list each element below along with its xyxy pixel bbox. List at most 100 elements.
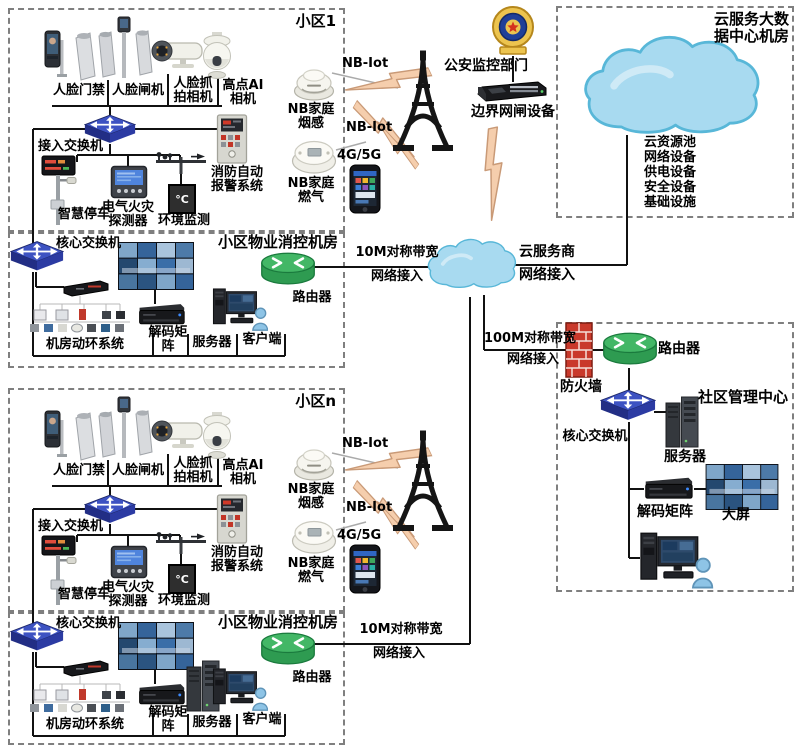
- big-screen-icon: [704, 464, 780, 510]
- env-monitor-cluster-icon: [26, 676, 134, 716]
- label-line: 电气火灾: [101, 580, 154, 595]
- label-line: 人脸抓: [173, 76, 213, 91]
- face-capture-label: 人脸抓 拍相机: [170, 456, 216, 486]
- electrical-fire-label: 电气火灾 探测器: [100, 580, 156, 610]
- router-label: 路由器: [292, 670, 332, 685]
- nb-gas-label: NB家庭 燃气: [284, 556, 338, 586]
- smart-parking-label: 智慧停车: [57, 207, 110, 222]
- datacenter-item: 云资源池: [644, 135, 697, 150]
- label-line: NB家庭: [287, 102, 335, 117]
- face-gate-icon: [72, 16, 156, 82]
- decoder-matrix-label: 解码矩 阵: [146, 325, 190, 355]
- mgmt-core-switch-label: 核心交换机: [562, 429, 628, 444]
- face-access-terminal-icon: [44, 410, 68, 462]
- nb-smoke-detector-icon: [293, 60, 335, 102]
- label-line: 云服务大数: [714, 10, 790, 28]
- nb-smoke-label: NB家庭 烟感: [284, 482, 338, 512]
- datacenter-item: 基础设施: [644, 195, 697, 210]
- temperature-box-icon: °C: [168, 184, 196, 214]
- label-line: 拍相机: [173, 90, 213, 106]
- fire-room1-box: [8, 232, 345, 368]
- router-icon: [260, 630, 316, 668]
- bullet-camera-icon: [150, 420, 204, 450]
- cellular-label: 4G/5G: [337, 148, 382, 163]
- label-line: NB家庭: [287, 176, 335, 191]
- dome-camera-icon: [200, 32, 234, 80]
- fire-alarm-label: 消防自动 报警系统: [206, 545, 268, 575]
- community-n-box: [8, 388, 345, 612]
- police-badge-icon: [491, 4, 535, 56]
- face-gate-label: 人脸闸机: [111, 463, 164, 478]
- ai-camera-label: 高点AI 相机: [220, 78, 266, 108]
- client-workstation-icon: [212, 668, 268, 712]
- decoder-matrix-icon: [136, 682, 186, 706]
- label-line: 电气火灾: [101, 200, 154, 215]
- mgmt-decoder-label: 解码矩阵: [637, 504, 693, 520]
- fire-room1-title: 小区物业消控机房: [217, 233, 338, 251]
- env-system-label: 机房动环系统: [45, 337, 124, 352]
- env-monitor-cluster-icon: [26, 296, 134, 336]
- datacenter-cloud-icon: [574, 28, 766, 140]
- datacenter-item: 网络设备: [644, 150, 697, 165]
- router-label: 路由器: [292, 290, 332, 305]
- smartphone-icon: [349, 544, 381, 594]
- label-line: 高点AI: [222, 78, 264, 93]
- label-line: 报警系统: [210, 559, 263, 575]
- ai-camera-label: 高点AI 相机: [220, 458, 266, 488]
- nbiot-label-gas: NB-Iot: [346, 120, 393, 135]
- mgmt-router-icon: [602, 330, 658, 368]
- firewall-label: 防火墙: [560, 379, 602, 395]
- electrical-fire-label: 电气火灾 探测器: [100, 200, 156, 230]
- mgmt-core-switch-icon: [600, 388, 656, 422]
- client-label: 客户端: [242, 712, 282, 727]
- label-line: 解码矩: [148, 705, 188, 720]
- label-line: 拍相机: [173, 470, 213, 486]
- face-access-terminal-icon: [44, 30, 68, 82]
- border-gateway-icon: [476, 80, 548, 104]
- decoder-matrix-label: 解码矩 阵: [146, 705, 190, 735]
- decoder-matrix-icon: [136, 302, 186, 326]
- label-line: 燃气: [297, 570, 324, 586]
- label-line: 燃气: [297, 190, 324, 206]
- bw100-label-line2: 网络接入: [506, 352, 559, 367]
- fire-room2-title: 小区物业消控机房: [217, 613, 338, 631]
- mgmt-decoder-icon: [642, 475, 694, 501]
- access-switch-label: 接入交换机: [38, 519, 104, 534]
- fire-room2-box: [8, 612, 345, 745]
- community1-box: [8, 8, 345, 232]
- bullet-camera-icon: [150, 40, 204, 70]
- face-gate-label: 人脸闸机: [111, 83, 164, 98]
- label-line: 报警系统: [210, 179, 263, 195]
- datacenter-item: 安全设备: [644, 180, 697, 195]
- core-switch-label: 核心交换机: [56, 236, 122, 251]
- core-switch-label: 核心交换机: [56, 616, 122, 631]
- label-line: 人脸抓: [173, 456, 213, 471]
- router-icon: [260, 250, 316, 288]
- dome-camera-icon: [200, 412, 234, 460]
- environment-label: 环境监测: [157, 593, 210, 608]
- telecom-tower-icon: [391, 430, 455, 534]
- internet-cloud-icon: [424, 226, 518, 300]
- police-dept-label: 公安监控部门: [444, 58, 528, 74]
- big-screen-label: 大屏: [722, 507, 750, 523]
- management-title: 社区管理中心: [697, 388, 788, 406]
- bw10-label-top-line1: 10M对称带宽: [355, 245, 439, 260]
- access-switch-label: 接入交换机: [38, 139, 104, 154]
- label-line: 消防自动: [210, 165, 263, 180]
- border-gateway-label: 边界网闸设备: [471, 104, 555, 120]
- label-line: 据中心机房: [714, 26, 790, 45]
- datacenter-title: 云服务大数 据中心机房: [714, 11, 792, 44]
- label-line: 解码矩: [148, 325, 188, 340]
- label-line: 高点AI: [222, 458, 264, 473]
- electrical-fire-detector-icon: [110, 165, 148, 199]
- server-label: 服务器: [192, 335, 232, 350]
- mgmt-router-label: 路由器: [658, 341, 700, 357]
- smart-parking-label: 智慧停车: [57, 587, 110, 602]
- server-label: 服务器: [192, 715, 232, 730]
- face-capture-label: 人脸抓 拍相机: [170, 76, 216, 106]
- fire-alarm-panel-icon: [216, 114, 248, 164]
- nb-smoke-detector-icon: [293, 440, 335, 482]
- face-access-label: 人脸门禁: [52, 463, 105, 478]
